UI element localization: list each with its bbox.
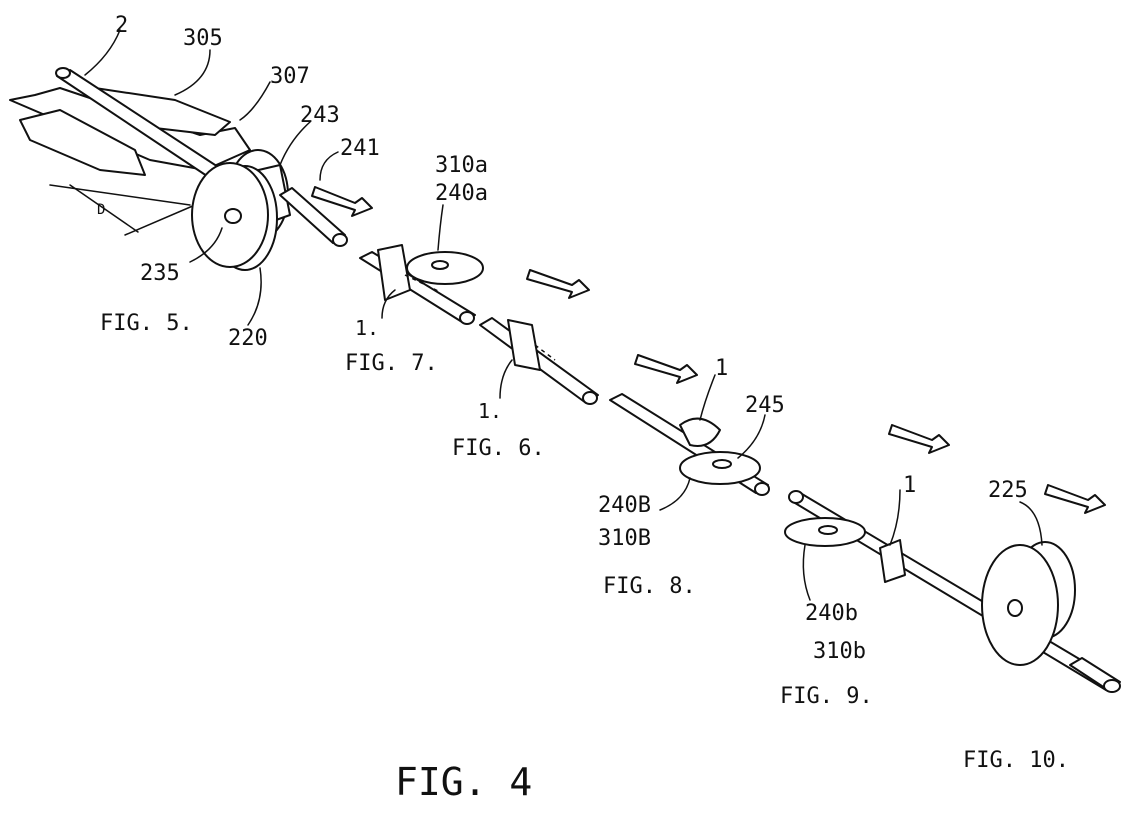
fig6-clip: [507, 319, 541, 371]
flow-arrow-4: [888, 424, 950, 454]
leader-305: [174, 49, 211, 96]
fig9-disc-hole: [818, 525, 838, 535]
label-240b: 240b: [805, 601, 858, 626]
label-d: D: [97, 202, 105, 218]
label-fig8: FIG. 8.: [603, 574, 696, 599]
fig9-band-1: [879, 539, 906, 583]
label-2: 2: [115, 13, 128, 38]
leader-225: [1019, 501, 1043, 546]
fig8-assembly: [609, 393, 770, 496]
label-310b: 310b: [813, 639, 866, 664]
label-225: 225: [988, 478, 1028, 503]
fig7-disc-hole: [431, 260, 449, 270]
label-1-fig6: 1.: [478, 399, 502, 423]
label-fig6: FIG. 6.: [452, 436, 545, 461]
label-1-fig9: 1: [903, 473, 916, 498]
leader-220: [247, 267, 262, 326]
fig7-seam: [404, 274, 441, 293]
label-240a: 240a: [435, 181, 488, 206]
fig7-clip-1: [377, 244, 411, 301]
label-1-fig7: 1.: [355, 316, 379, 340]
flow-arrow-3: [634, 354, 698, 384]
leader-240B: [659, 477, 691, 511]
fig5-base-line: [49, 184, 191, 206]
leader-243: [279, 121, 311, 166]
fig5-shaft-end: [332, 233, 348, 247]
label-310B: 310B: [598, 526, 651, 551]
fig7-assembly: [359, 244, 484, 325]
leader-1-fig9: [889, 489, 901, 546]
fig9-fig10-assembly: [784, 490, 1121, 693]
leader-310a: [437, 204, 444, 251]
leader-1-fig8: [699, 374, 716, 421]
fig5-rod-end: [55, 67, 71, 79]
leader-240b: [802, 544, 811, 601]
fig9-rod-start: [788, 490, 804, 504]
leader-245: [737, 414, 766, 459]
fig5-assembly: [9, 67, 348, 271]
label-240B: 240B: [598, 493, 651, 518]
label-235: 235: [140, 261, 180, 286]
fig6-rod-end: [582, 391, 598, 405]
leader-2: [84, 29, 121, 76]
pulley-225-hub: [1007, 599, 1023, 617]
label-245: 245: [745, 393, 785, 418]
label-241: 241: [340, 136, 380, 161]
label-307: 307: [270, 64, 310, 89]
dimension-line-d: [69, 184, 139, 233]
label-220: 220: [228, 326, 268, 351]
flow-arrow-2: [526, 269, 590, 299]
fig8-wrap-1: [679, 417, 721, 447]
label-fig7: FIG. 7.: [345, 351, 438, 376]
leader-307: [239, 81, 271, 121]
pulley-hub-235: [224, 208, 242, 224]
label-fig5: FIG. 5.: [100, 311, 193, 336]
leader-241: [319, 151, 339, 181]
fig8-rod-end: [754, 482, 770, 496]
flow-arrow-5: [1044, 484, 1106, 514]
fig6-assembly: [479, 317, 599, 405]
fig7-rod-end: [459, 311, 475, 325]
leader-1-fig6: [499, 359, 513, 399]
label-1-fig8: 1: [715, 356, 728, 381]
label-243: 243: [300, 103, 340, 128]
label-310a: 310a: [435, 153, 488, 178]
label-fig10: FIG. 10.: [963, 748, 1069, 773]
fig5-strip-lower: [19, 109, 146, 176]
fig8-disc-hole-245: [712, 459, 732, 469]
leader-lines: [84, 29, 1043, 601]
flow-arrow-1: [311, 186, 373, 217]
figure-title: FIG. 4: [395, 760, 532, 804]
labels: 2 305 307 243 241 D 235 220 FIG. 5. 310a…: [97, 13, 1069, 804]
leader-1-fig7: [381, 289, 396, 319]
label-305: 305: [183, 26, 223, 51]
fig5-base-line-2: [124, 204, 196, 236]
label-fig9: FIG. 9.: [780, 684, 873, 709]
fig10-rod-end: [1103, 679, 1121, 693]
leader-235: [189, 227, 223, 263]
